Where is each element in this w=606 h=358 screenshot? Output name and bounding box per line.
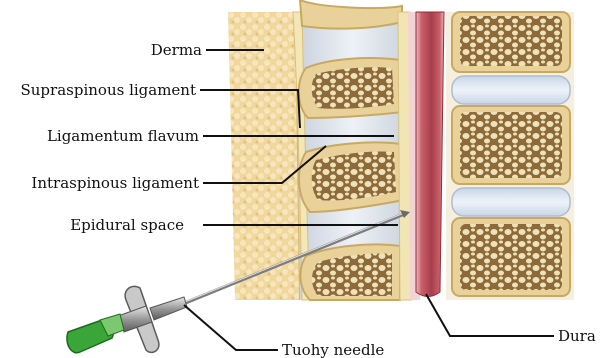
label-interspinous: Intraspinous ligament [31, 174, 199, 192]
derma-layer [228, 12, 300, 300]
vertebral-column [446, 12, 574, 300]
leader-tuohy [184, 305, 278, 350]
label-supraspinous: Supraspinous ligament [21, 81, 197, 99]
label-tuohy: Tuohy needle [282, 341, 384, 358]
label-flavum: Ligamentum flavum [47, 127, 199, 145]
label-derma: Derma [151, 41, 202, 59]
leader-dura [426, 294, 554, 336]
label-epidural: Epidural space [70, 216, 184, 234]
dura-mater [416, 12, 444, 297]
label-dura: Dura [558, 327, 596, 345]
